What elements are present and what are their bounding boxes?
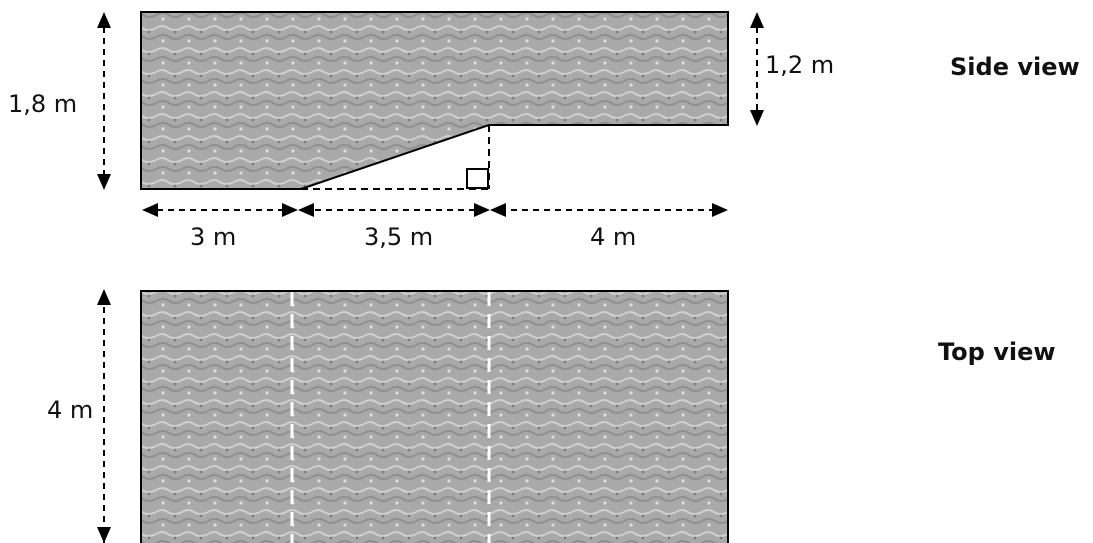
len-slope-label: 3,5 m [364,223,433,251]
right-angle-marker [466,168,489,189]
len-shallow-label: 4 m [590,223,636,251]
width-label: 4 m [47,396,93,424]
top-view-title: Top view [938,338,1056,366]
depth-shallow-label: 1,2 m [765,51,834,79]
top-view-pool [140,290,729,543]
side-view-pool [140,11,729,190]
side-view-title: Side view [950,53,1080,81]
depth-deep-label: 1,8 m [8,90,77,118]
len-deep-label: 3 m [190,223,236,251]
